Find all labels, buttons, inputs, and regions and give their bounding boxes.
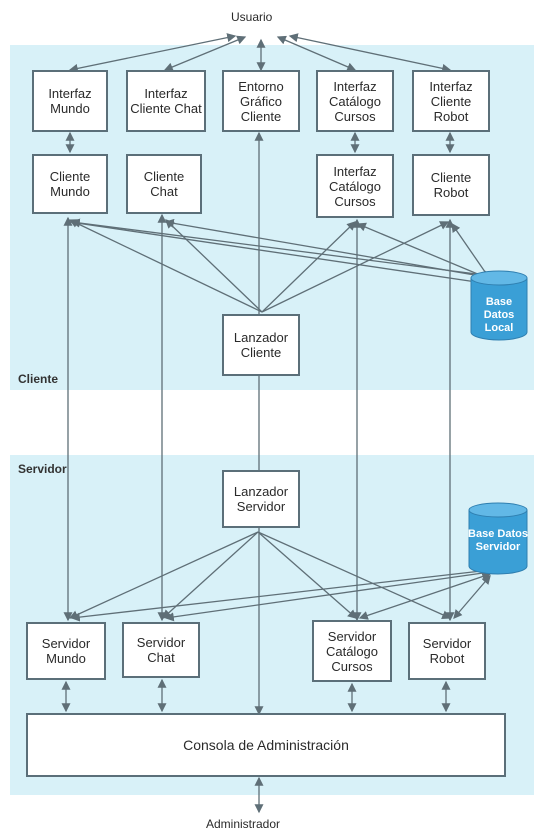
client-section-label: Cliente (18, 372, 59, 386)
interfaz-cliente-chat-box: Interfaz Cliente Chat (126, 70, 206, 132)
user-label: Usuario (231, 10, 273, 24)
interfaz-catalogo-cursos-box: Interfaz Catálogo Cursos (316, 70, 394, 132)
cliente-chat-box: Cliente Chat (126, 154, 202, 214)
admin-label: Administrador (206, 817, 281, 831)
database-servidor-label: Base Datos Servidor (468, 528, 528, 553)
consola-administracion-box: Consola de Administración (26, 713, 506, 777)
servidor-mundo-box: Servidor Mundo (26, 622, 106, 680)
lanzador-servidor-box: Lanzador Servidor (222, 470, 300, 528)
entorno-grafico-cliente-box: Entorno Gráfico Cliente (222, 70, 300, 132)
cliente-mundo-box: Cliente Mundo (32, 154, 108, 214)
database-local-icon (470, 270, 528, 341)
database-servidor-icon (468, 502, 528, 575)
database-servidor: Base Datos Servidor (468, 502, 528, 576)
lanzador-cliente-box: Lanzador Cliente (222, 314, 300, 376)
servidor-chat-box: Servidor Chat (122, 622, 200, 678)
interfaz-mundo-box: Interfaz Mundo (32, 70, 108, 132)
servidor-catalogo-cursos-box: Servidor Catálogo Cursos (312, 620, 392, 682)
interfaz-cliente-robot-box: Interfaz Cliente Robot (412, 70, 490, 132)
servidor-robot-box: Servidor Robot (408, 622, 486, 680)
server-section-label: Servidor (18, 462, 67, 476)
database-local-label: Base Datos Local (483, 296, 515, 334)
database-local: Base Datos Local (470, 270, 528, 342)
cliente-robot-box: Cliente Robot (412, 154, 490, 216)
interfaz-catalogo-cursos-client-box: Interfaz Catálogo Cursos (316, 154, 394, 218)
